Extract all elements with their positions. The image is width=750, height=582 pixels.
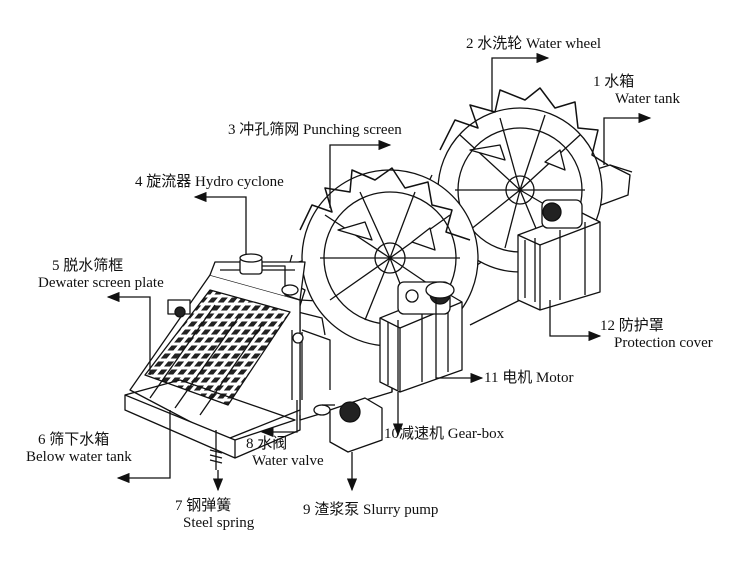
leader-line-1 [603,112,652,165]
slurry-pump [313,397,383,453]
leader-line-5 [106,291,151,375]
leader-line-12 [549,300,602,342]
label-4-hydro-cyclone: 4 旋流器 Hydro cyclone [135,174,284,190]
leader-line-3 [329,139,392,208]
gearbox-cover-front [379,281,463,393]
water-valve [291,329,331,400]
label-11-motor: 11 电机 Motor [484,370,574,386]
leader-line-4 [193,191,247,255]
label-10-gear-box: 10减速机 Gear-box [384,426,505,442]
leader-line-6 [116,410,171,484]
label-5-dewater-screen-plate: 5 脱水筛框 Dewater screen plate [38,258,164,291]
hydro-cyclone [239,253,301,301]
label-6-below-water-tank: 6 筛下水箱 Below water tank [26,432,132,465]
label-9-slurry-pump: 9 渣浆泵 Slurry pump [303,502,439,518]
motor [425,281,455,299]
leader-lines [106,52,652,492]
protection-cover-rear [517,199,601,311]
steel-spring [209,430,223,470]
label-12-protection-cover: 12 防护罩 Protection cover [600,318,713,351]
leader-line-8 [260,400,298,438]
label-7-steel-spring: 7 钢弹簧 Steel spring [175,498,255,531]
label-8-water-valve: 8 水阀 Water valve [246,436,324,469]
leader-line-11 [435,298,484,384]
label-1-water-tank: 1 水箱 Water tank [593,74,681,107]
label-2-water-wheel: 2 水洗轮 Water wheel [466,36,602,52]
leader-line-2 [491,52,550,112]
label-3-punching-screen: 3 冲孔筛网 Punching screen [228,122,402,138]
